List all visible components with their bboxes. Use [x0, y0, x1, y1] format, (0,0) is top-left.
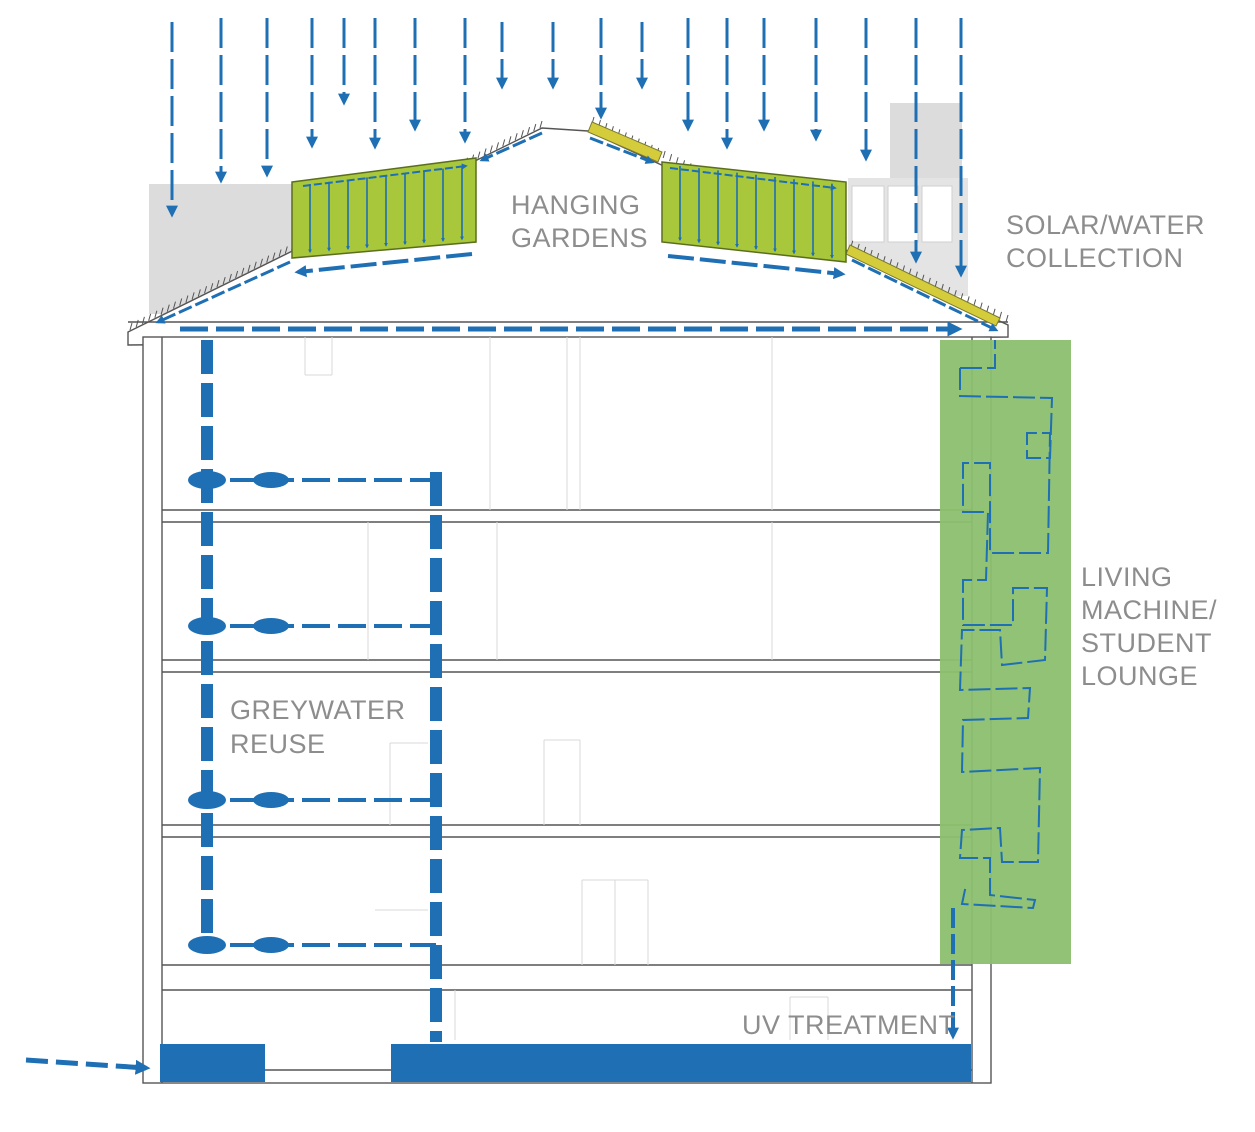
hatch-tick	[662, 150, 666, 159]
hatch-tick	[191, 292, 195, 300]
neighbor-windows	[851, 185, 953, 243]
hatch-tick	[477, 151, 481, 159]
hatch-tick	[154, 310, 158, 318]
hatch-tick	[508, 136, 512, 144]
roof-flow-right-lower	[851, 258, 999, 332]
hatch-tick	[197, 289, 201, 297]
roof	[127, 127, 1009, 346]
hatch-tick	[1005, 314, 1009, 323]
rainfall-arrows	[166, 18, 967, 278]
hatch-tick	[266, 255, 270, 263]
hatch-tick	[179, 298, 183, 306]
hatch-tick	[514, 133, 518, 141]
hatch-tick	[539, 120, 543, 129]
hatch-tick	[241, 267, 245, 276]
hatch-tick	[483, 148, 487, 156]
living-machine-flow	[958, 368, 1054, 910]
roof-flow-right-upper	[589, 136, 655, 164]
hatch-tick	[253, 261, 257, 269]
hatch-tick	[148, 313, 152, 321]
garden-bottom-flow-right	[667, 254, 846, 280]
hatch-tick	[141, 316, 145, 325]
garden-top-flow-left	[302, 163, 468, 187]
hatch-tick	[222, 276, 226, 285]
hatch-tick	[496, 142, 499, 150]
hatch-tick	[173, 301, 176, 309]
label-uv-treatment: UV TREATMENT	[742, 1010, 956, 1040]
hanging-garden-right	[661, 161, 847, 263]
hatch-tick	[520, 130, 524, 138]
hatch-tick	[228, 273, 232, 282]
garden-bottom-flow-left	[294, 252, 473, 278]
greywater-branches	[230, 478, 436, 947]
hatch-tick	[533, 123, 537, 132]
hatch-tick	[669, 153, 673, 162]
hatch-tick	[278, 249, 282, 257]
inflow-arrow	[25, 1057, 151, 1075]
hatch-tick	[135, 319, 139, 328]
hanging-garden-left	[291, 157, 477, 259]
hatch-tick	[272, 252, 276, 260]
hatch-tick	[247, 264, 251, 272]
solar-panel-upper	[587, 121, 663, 163]
garden-top-flow-right	[669, 167, 837, 191]
roof-flow-left-lower	[155, 260, 291, 324]
hatch-tick	[185, 295, 189, 303]
hatch-tick	[210, 283, 214, 291]
hatch-tick	[166, 304, 170, 312]
hatch-tick	[160, 307, 164, 315]
hatch-tick	[284, 246, 288, 254]
hatch-tick	[216, 280, 220, 288]
cistern-tank-left	[160, 1044, 265, 1082]
hatch-tick	[259, 258, 263, 266]
hatch-tick	[204, 286, 208, 294]
interior-details	[304, 337, 829, 1040]
cistern-tank-main	[391, 1044, 971, 1082]
hatch-tick	[489, 145, 493, 153]
fixtures	[188, 471, 289, 954]
hatch-tick	[235, 270, 239, 279]
hatch-tick	[129, 322, 133, 331]
roof-flow-left-upper	[479, 131, 543, 162]
garden-drip-lines	[308, 166, 834, 259]
hatch-tick	[502, 139, 506, 147]
hatch-tick	[527, 126, 531, 135]
